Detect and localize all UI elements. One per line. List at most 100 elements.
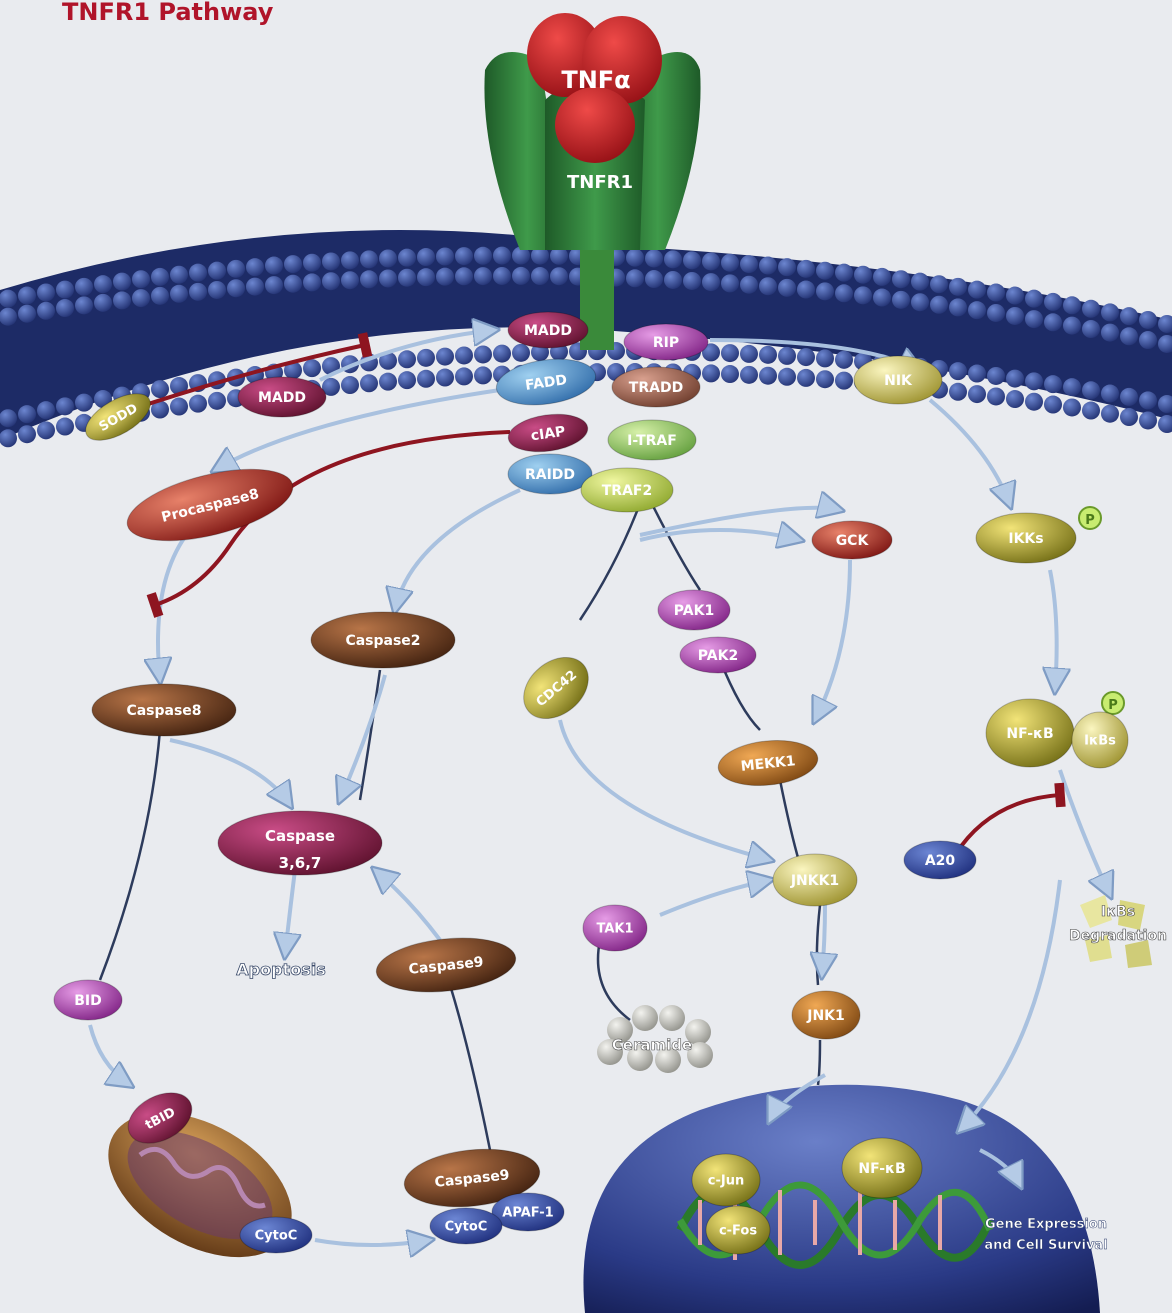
membrane-bead — [759, 257, 777, 275]
c-fos-label: c-Fos — [719, 1224, 757, 1239]
raidd-label: RAIDD — [525, 467, 575, 483]
membrane-bead — [18, 405, 36, 423]
caspase2-label: Caspase2 — [345, 633, 420, 649]
membrane-bead — [721, 365, 739, 383]
gene-expression-label-2: and Cell Survival — [984, 1238, 1107, 1253]
ikbs-degradation: IκBs Degradation — [1069, 895, 1167, 968]
membrane-bead — [930, 296, 948, 314]
membrane-bead — [1082, 402, 1100, 420]
membrane-bead — [436, 348, 454, 366]
membrane-bead — [113, 273, 131, 291]
membrane-bead — [417, 349, 435, 367]
membrane-bead — [132, 270, 150, 288]
membrane-bead — [170, 285, 188, 303]
membrane-bead — [1139, 391, 1157, 409]
membrane-bead — [208, 262, 226, 280]
node-ikbs: IκBs — [1072, 712, 1128, 768]
membrane-bead — [854, 286, 872, 304]
membrane-bead — [892, 270, 910, 288]
membrane-bead — [436, 247, 454, 265]
membrane-bead — [1044, 293, 1062, 311]
membrane-bead — [702, 364, 720, 382]
membrane-bead — [1044, 375, 1062, 393]
phospho-label-ikbs: P — [1108, 698, 1118, 713]
membrane-bead — [740, 255, 758, 273]
membrane-bead — [151, 268, 169, 286]
ikbs-degradation-label-1: IκBs — [1101, 904, 1135, 920]
membrane-bead — [512, 267, 530, 285]
membrane-bead — [493, 267, 511, 285]
nf-kb-nucleus-label: NF-κB — [858, 1161, 905, 1177]
gck-label: GCK — [836, 533, 870, 549]
node-cytoc-apoptosome: CytoC — [430, 1208, 502, 1244]
rip-label: RIP — [653, 335, 679, 351]
membrane-bead — [474, 267, 492, 285]
pak1-label: PAK1 — [674, 603, 714, 619]
membrane-bead — [1044, 396, 1062, 414]
membrane-bead — [1025, 372, 1043, 390]
membrane-bead — [18, 425, 36, 443]
membrane-bead — [778, 258, 796, 276]
membrane-bead — [474, 345, 492, 363]
node-ikks: IKKs — [976, 513, 1076, 563]
node-bid: BID — [54, 980, 122, 1020]
membrane-bead — [94, 294, 112, 312]
node-caspase2: Caspase2 — [311, 612, 455, 668]
tnfr1-label: TNFR1 — [567, 172, 633, 193]
node-madd-left: MADD — [238, 377, 326, 417]
i-traf-label: I-TRAF — [627, 433, 677, 449]
c-jun-label: c-Jun — [708, 1174, 744, 1189]
membrane-bead — [417, 268, 435, 286]
membrane-bead — [626, 269, 644, 287]
membrane-bead — [816, 282, 834, 300]
membrane-bead — [1006, 307, 1024, 325]
membrane-bead — [740, 366, 758, 384]
membrane-bead — [398, 249, 416, 267]
membrane-bead — [645, 270, 663, 288]
node-a20: A20 — [904, 841, 976, 879]
membrane-bead — [265, 276, 283, 294]
node-procaspase8: Procaspase8 — [120, 455, 299, 554]
membrane-bead — [398, 371, 416, 389]
membrane-bead — [1063, 378, 1081, 396]
membrane-bead — [1120, 408, 1138, 426]
membrane-bead — [37, 302, 55, 320]
membrane-bead — [759, 367, 777, 385]
node-caspase9-top: Caspase9 — [374, 932, 519, 998]
membrane-bead — [1025, 310, 1043, 328]
membrane-bead — [1139, 411, 1157, 429]
membrane-bead — [949, 362, 967, 380]
membrane-bead — [1101, 385, 1119, 403]
ikbs-label: IκBs — [1084, 734, 1116, 749]
membrane-bead — [702, 273, 720, 291]
nucleus — [583, 1085, 1100, 1313]
membrane-bead — [531, 267, 549, 285]
membrane-bead — [189, 395, 207, 413]
membrane-bead — [835, 351, 853, 369]
membrane-bead — [987, 387, 1005, 405]
membrane-bead — [360, 250, 378, 268]
caspase367-label-2: 3,6,7 — [279, 854, 322, 872]
membrane-bead — [778, 347, 796, 365]
membrane-bead — [1101, 324, 1119, 342]
membrane-bead — [683, 272, 701, 290]
tradd-label: TRADD — [629, 380, 683, 396]
membrane-bead — [816, 349, 834, 367]
membrane-bead — [835, 284, 853, 302]
membrane-bead — [778, 279, 796, 297]
node-ciap: cIAP — [506, 410, 590, 457]
membrane-bead — [512, 344, 530, 362]
membrane-bead — [18, 305, 36, 323]
membrane-bead — [816, 262, 834, 280]
membrane-bead — [360, 374, 378, 392]
tak1-label: TAK1 — [596, 922, 633, 937]
membrane-bead — [949, 298, 967, 316]
membrane-bead — [56, 397, 74, 415]
membrane-bead — [303, 273, 321, 291]
membrane-bead — [303, 254, 321, 272]
ikks-label: IKKs — [1008, 531, 1043, 547]
node-nik: NIK — [854, 356, 942, 404]
membrane-bead — [1063, 317, 1081, 335]
apaf1-label: APAF-1 — [502, 1206, 553, 1221]
membrane-bead — [246, 258, 264, 276]
